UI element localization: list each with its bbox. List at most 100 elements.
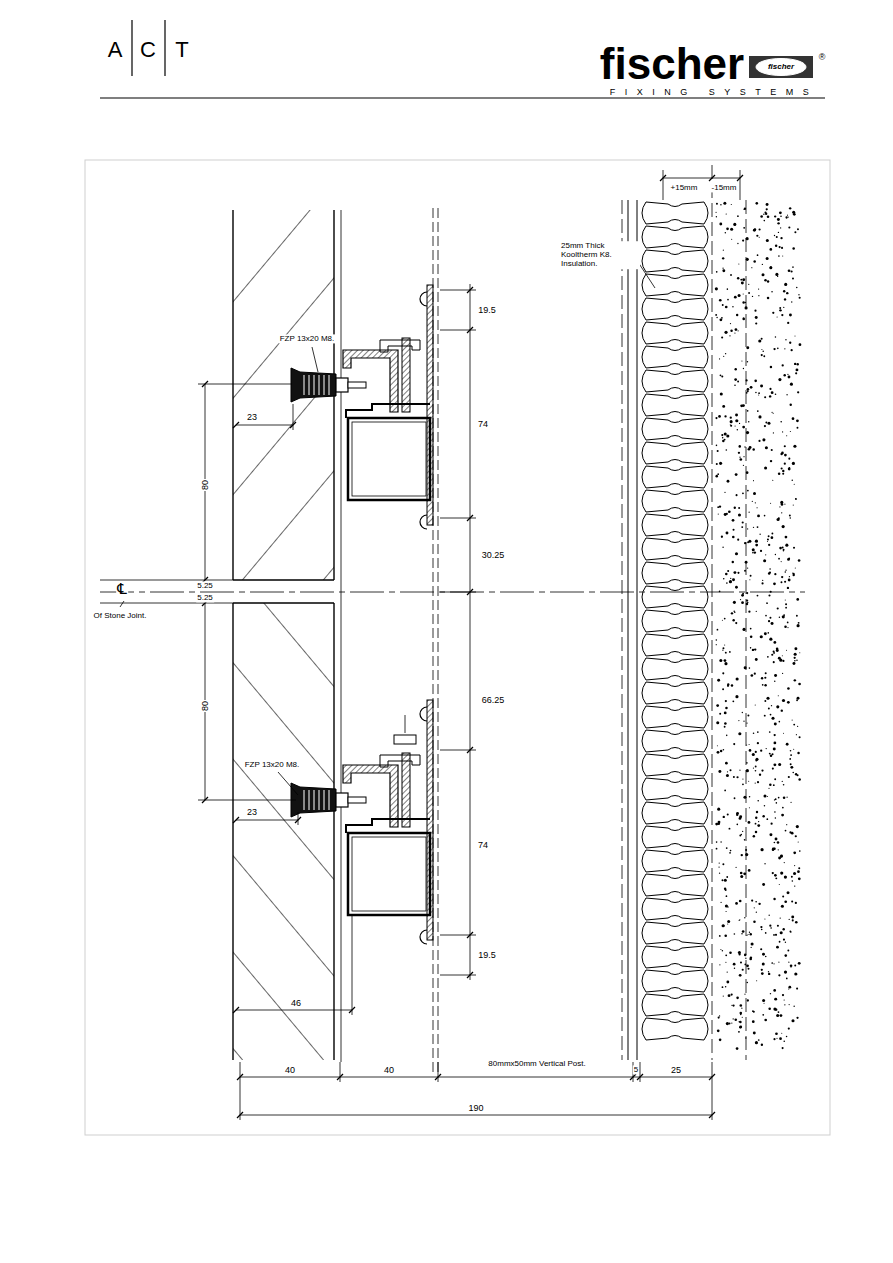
aggregate-dot <box>725 573 728 576</box>
aggregate-dot <box>730 578 731 579</box>
aggregate-dot <box>775 817 776 818</box>
insulation-cell <box>642 322 708 344</box>
aggregate-dot <box>768 971 769 972</box>
aggregate-dot <box>775 838 778 841</box>
insulation-cell <box>642 778 708 800</box>
aggregate-dot <box>781 709 783 711</box>
aggregate-dot <box>780 581 782 583</box>
aggregate-dot <box>755 766 757 768</box>
aggregate-dot <box>785 339 786 340</box>
aggregate-dot <box>792 266 794 268</box>
aggregate-dot <box>724 618 726 620</box>
aggregate-dot <box>725 306 728 309</box>
aggregate-dot <box>779 1037 782 1040</box>
aggregate-dot <box>750 575 752 577</box>
aggregate-dot <box>726 1022 729 1025</box>
aggregate-dot <box>727 299 729 301</box>
post-face <box>438 208 439 1075</box>
aggregate-dot <box>729 951 732 954</box>
aggregate-dot <box>769 833 772 836</box>
aggregate-dot <box>718 514 719 515</box>
aggregate-dot <box>760 635 763 638</box>
aggregate-dot <box>722 620 723 621</box>
dimension-label: 74 <box>477 840 489 850</box>
aggregate-dot <box>725 954 727 956</box>
aggregate-dot <box>763 559 766 562</box>
aggregate-dot <box>755 392 757 394</box>
aggregate-dot <box>720 841 721 842</box>
aggregate-dot <box>724 659 727 662</box>
aggregate-dot <box>768 973 770 975</box>
aggregate-dot <box>748 540 751 543</box>
aggregate-dot <box>768 708 770 710</box>
aggregate-dot <box>769 784 771 786</box>
aggregate-dot <box>771 622 774 625</box>
aggregate-dot <box>762 273 765 276</box>
aggregate-dot <box>757 800 759 802</box>
aggregate-dot <box>765 956 767 958</box>
aggregate-dot <box>743 796 746 799</box>
aggregate-dot <box>799 850 801 852</box>
aggregate-dot <box>780 855 783 858</box>
dimension-tick <box>660 175 666 181</box>
aggregate-dot <box>764 715 766 717</box>
aggregate-dot <box>755 831 757 833</box>
aggregate-dot <box>724 432 727 435</box>
dimension-tick <box>467 972 473 978</box>
aggregate-dot <box>717 629 719 631</box>
aggregate-dot <box>767 538 769 540</box>
aggregate-dot <box>761 972 764 975</box>
aggregate-dot <box>750 628 752 630</box>
aggregate-dot <box>725 652 727 654</box>
aggregate-dot <box>744 570 746 572</box>
aggregate-dot <box>738 507 740 509</box>
aggregate-dot <box>777 348 779 350</box>
aggregate-dot <box>774 674 777 677</box>
aggregate-dot <box>791 900 793 902</box>
aggregate-dot <box>790 763 792 765</box>
aggregate-dot <box>778 797 780 799</box>
aggregate-dot <box>774 235 775 236</box>
aggregate-dot <box>749 796 751 798</box>
aggregate-dot <box>754 673 756 675</box>
aggregate-dot <box>769 395 771 397</box>
dimension-line <box>236 820 298 821</box>
aggregate-dot <box>783 614 785 616</box>
aggregate-dot <box>716 271 718 273</box>
aggregate-dot <box>738 330 739 331</box>
aggregate-dot <box>771 717 774 720</box>
logo-oval <box>756 59 806 76</box>
aggregate-dot <box>768 1007 771 1010</box>
fixing-bracket <box>291 700 433 944</box>
aggregate-dot <box>724 644 725 645</box>
aggregate-dot <box>765 932 767 934</box>
aggregate-dot <box>781 814 784 817</box>
aggregate-dot <box>793 573 795 575</box>
aggregate-dot <box>726 582 728 584</box>
aggregate-dot <box>775 1032 778 1035</box>
insulation <box>642 202 708 1040</box>
aggregate-dot <box>721 376 723 378</box>
aggregate-dot <box>742 278 745 281</box>
aggregate-dot <box>739 1026 742 1029</box>
aggregate-dot <box>757 742 759 744</box>
aggregate-dot <box>744 208 746 210</box>
aggregate-dot <box>789 931 791 933</box>
aggregate-dot <box>778 763 781 766</box>
aggregate-dot <box>753 527 754 528</box>
aggregate-dot <box>739 458 742 461</box>
aggregate-dot <box>782 896 784 898</box>
dimension-label: 23 <box>246 412 258 422</box>
aggregate-dot <box>764 1019 767 1022</box>
aggregate-dot <box>788 216 789 217</box>
aggregate-dot <box>755 823 757 825</box>
aggregate-dot <box>773 989 776 992</box>
aggregate-dot <box>748 284 749 285</box>
aggregate-dot <box>754 648 756 650</box>
aggregate-dot <box>783 549 785 551</box>
aggregate-dot <box>722 268 723 269</box>
aggregate-dot <box>767 541 768 542</box>
part-label: FZP 13x20 M8. <box>244 760 301 769</box>
aggregate-dot <box>747 390 749 392</box>
aggregate-dot <box>721 902 722 903</box>
